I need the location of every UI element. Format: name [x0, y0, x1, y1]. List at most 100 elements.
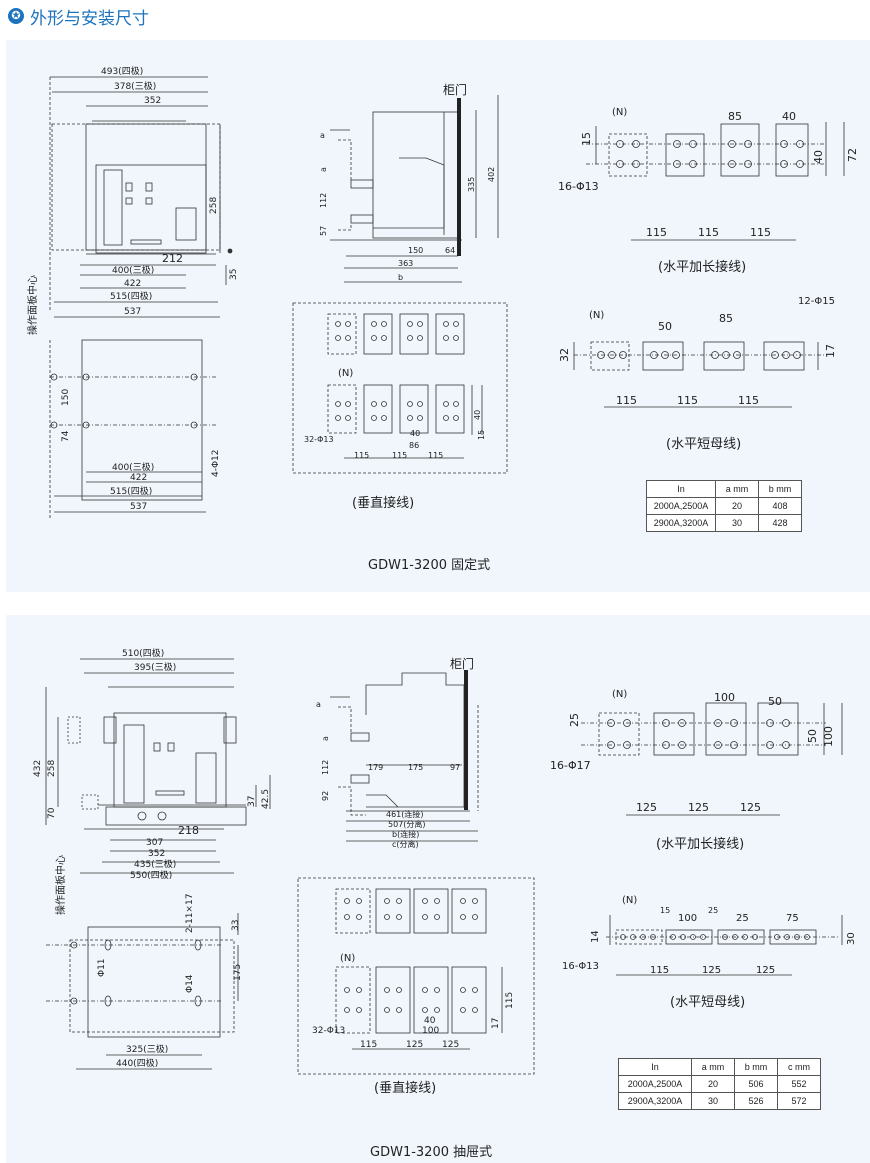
dim: 115 [750, 226, 771, 239]
dim: 125 [442, 1040, 459, 1050]
dim: 15 [660, 906, 670, 915]
table-cell: 30 [691, 1092, 735, 1110]
dim: Φ11 [97, 958, 107, 977]
horiz-long-wiring-title: (水平加长接线) [656, 837, 745, 852]
fixed-type-panel: 493(四极) 378(三极) 352 258 212 35 400(三极) 4… [6, 40, 870, 592]
horiz-short-busbar-title: (水平短母线) [666, 437, 742, 452]
table-header: In a mm b mm [646, 480, 802, 498]
dim: 510(四极) [122, 647, 164, 659]
dim: 40 [812, 150, 825, 164]
dim: 125 [406, 1040, 423, 1050]
dim: 218 [178, 824, 199, 837]
dim: 363 [398, 259, 413, 268]
table-cell: 552 [777, 1075, 821, 1093]
drawout-base-dims: 2-11×17 33 Φ11 Φ14 175 325(三极) 440(四极) [97, 894, 243, 1069]
drawout-vertical-terminals [335, 888, 503, 1050]
fixed-horiz-long-terminals [586, 122, 845, 241]
dim: 493(四极) [101, 65, 143, 77]
dim: 50 [806, 729, 819, 743]
neutral-pole-label: (N) [612, 689, 627, 700]
dim: 17 [491, 1018, 501, 1029]
dim: 2-11×17 [185, 894, 195, 933]
dim: 507(分离) [388, 819, 426, 829]
table-cell: In [618, 1058, 692, 1076]
vertical-wiring-title: (垂直接线) [352, 496, 415, 511]
dim: 115 [360, 1040, 377, 1050]
dim: 74 [61, 430, 71, 442]
fixed-horiz-long-dims: (N) 85 40 15 40 72 16-Φ13 115 115 115 [558, 107, 859, 239]
table-cell: In [646, 480, 716, 498]
dim: 112 [319, 193, 328, 208]
drawout-horiz-long-terminals [581, 702, 843, 816]
dim: 258 [209, 197, 219, 214]
dim: a [319, 167, 328, 172]
dim: 325(三极) [126, 1043, 168, 1055]
table-cell: c mm [777, 1058, 821, 1076]
neutral-pole-label: (N) [338, 368, 353, 379]
dim: 85 [728, 110, 742, 123]
dim: 515(四极) [110, 290, 152, 302]
dim: 37 [247, 796, 257, 807]
star-icon: ✪ [8, 8, 24, 24]
operating-panel-center-label: 操作面板中心 [54, 855, 67, 915]
dim: 92 [321, 791, 330, 801]
dim: 100 [422, 1026, 439, 1036]
table-cell: 20 [691, 1075, 735, 1093]
dim: 440(四极) [116, 1057, 158, 1069]
dim: 115 [677, 394, 698, 407]
neutral-pole-label: (N) [622, 895, 637, 906]
dim: 40 [473, 410, 482, 420]
neutral-pole-label: (N) [340, 953, 355, 964]
fixed-base-view [49, 339, 216, 520]
dim: 15 [477, 430, 486, 440]
drawout-horiz-short-dims: (N) 15 100 25 25 75 14 30 16-Φ13 115 125… [562, 895, 857, 976]
table-cell: 30 [715, 514, 759, 532]
dim: 40 [782, 110, 796, 123]
dim: 395(三极) [134, 661, 176, 673]
dim: 25 [708, 906, 718, 915]
dim: 537 [130, 502, 147, 512]
dim: 4-Φ12 [211, 449, 221, 477]
drawout-hole-pattern [344, 719, 810, 1013]
dim: 515(四极) [110, 485, 152, 497]
dim: 25 [736, 913, 749, 924]
dim: 378(三极) [114, 80, 156, 92]
drawout-front-dims: 510(四极) 395(三极) 432 258 70 37 42.5 218 3… [33, 647, 271, 915]
fixed-front-view [49, 76, 233, 318]
table-row: 2900A,3200A 30 428 [646, 514, 802, 532]
table-cell: a mm [691, 1058, 735, 1076]
table-cell: 428 [758, 514, 802, 532]
dim: 335 [467, 177, 476, 192]
dim: 352 [148, 849, 165, 859]
drawout-type-panel: 510(四极) 395(三极) 432 258 70 37 42.5 218 3… [6, 615, 870, 1163]
neutral-pole-label: (N) [612, 107, 627, 118]
dim: 30 [846, 932, 857, 945]
dim: 400(三极) [112, 264, 154, 276]
fixed-side-dims: 柜门 a a 112 57 335 402 150 64 363 b [319, 82, 496, 282]
fixed-hole-pattern [335, 140, 804, 421]
dim: 179 [368, 763, 383, 772]
dim: 115 [354, 451, 369, 460]
fixed-horiz-short-dims: (N) 50 85 12-Φ15 32 17 115 115 115 [558, 296, 837, 407]
drawout-vertical-dims: (N) 32-Φ13 115 40 100 17 115 125 125 [312, 953, 515, 1050]
dim: a [316, 700, 321, 709]
dim: 32 [558, 348, 571, 362]
dim: 33 [231, 920, 241, 931]
table-row: 2000A,2500A 20 506 552 [618, 1075, 821, 1093]
dim: 50 [658, 320, 672, 333]
dim: 402 [487, 167, 496, 182]
table-cell: 20 [715, 497, 759, 515]
vertical-wiring-title: (垂直接线) [374, 1081, 437, 1096]
dim: Φ14 [185, 974, 195, 993]
table-row: 2900A,3200A 30 526 572 [618, 1092, 821, 1110]
dim: 25 [568, 713, 581, 727]
table-cell: 526 [734, 1092, 778, 1110]
drawout-horiz-short-terminals [606, 915, 843, 976]
drawout-side-dims: 柜门 a a 112 92 179 175 97 461(连接) 507(分离)… [316, 656, 474, 849]
fixed-vertical-dims: (N) 32-Φ13 40 15 40 86 115 115 115 [304, 368, 486, 460]
table-cell: a mm [715, 480, 759, 498]
dim: 86 [409, 441, 419, 450]
dim: 16-Φ13 [558, 180, 599, 193]
dim: 115 [428, 451, 443, 460]
dim: 100 [678, 913, 697, 924]
